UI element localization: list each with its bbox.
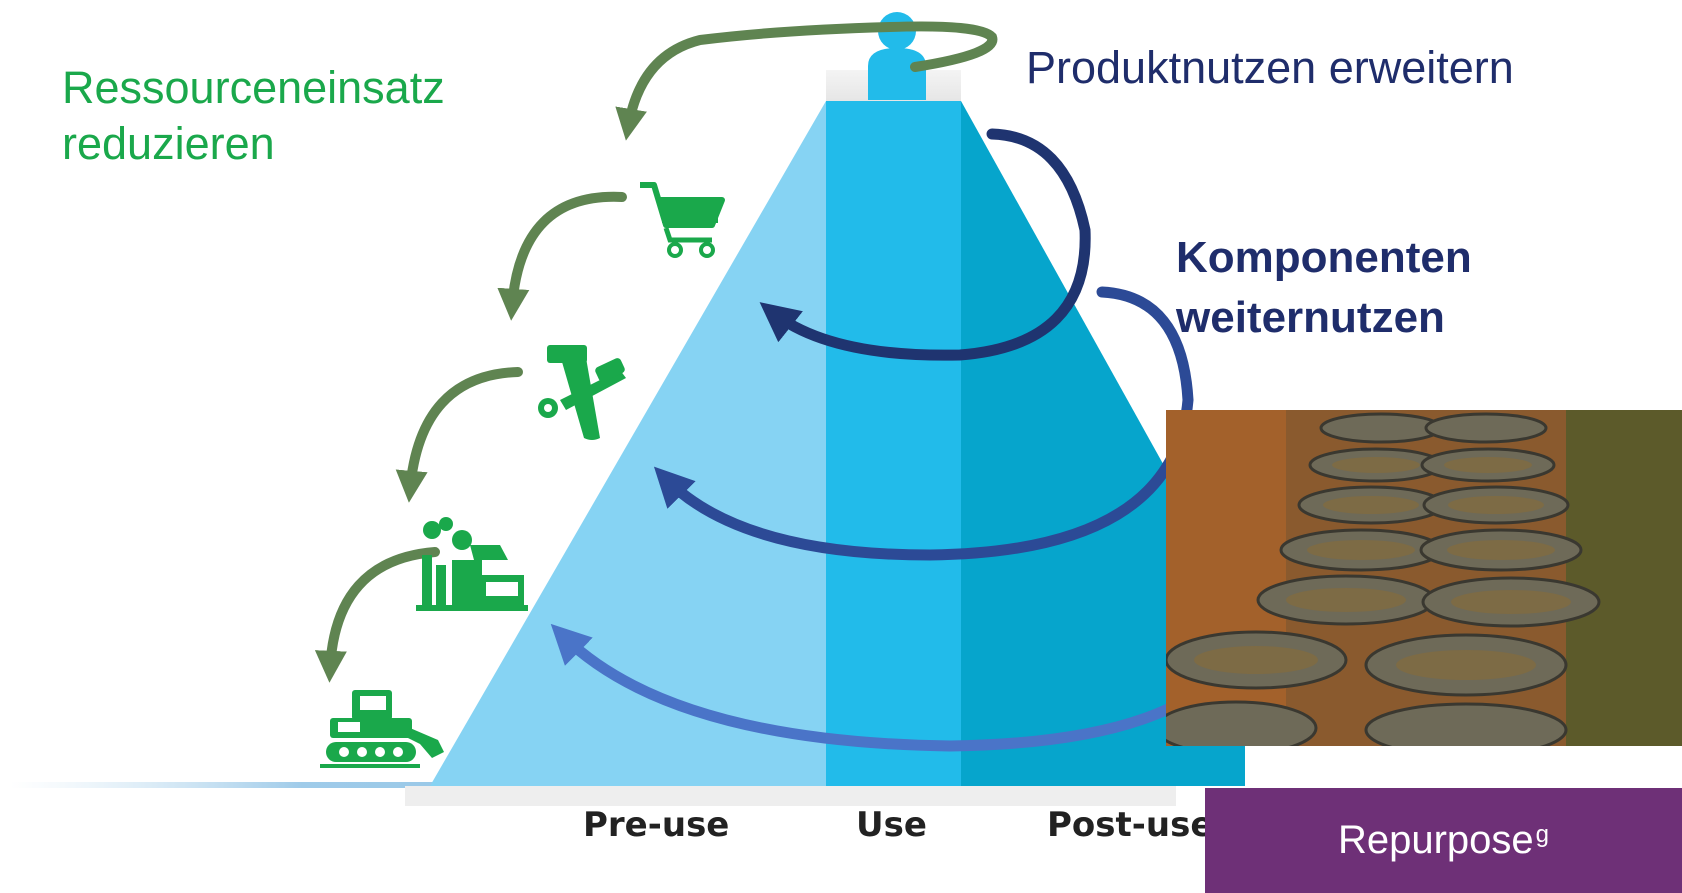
base-platform <box>405 786 1176 806</box>
strategy-reuse-components: Komponenten weiternutzen <box>1176 228 1472 348</box>
arrow-loop-inner <box>759 128 1091 361</box>
tire-stairs-photo <box>1166 410 1682 746</box>
pyramid-pre-use-section <box>430 101 826 786</box>
repurpose-footnote-marker: g <box>1535 820 1550 848</box>
pyramid-use-section <box>826 101 961 786</box>
phase-label-use: Use <box>856 805 927 845</box>
factory-icon <box>416 517 528 611</box>
repurpose-label: Repurpose <box>1337 818 1534 862</box>
arrow-loop-middle <box>653 286 1194 561</box>
excavator-icon <box>320 690 444 768</box>
green-arrows <box>314 21 998 683</box>
strategy-reduce-resources-line1: Ressourceneinsatz <box>62 62 445 113</box>
tire-stairs-illustration <box>1166 410 1682 746</box>
green-arrow-cart-to-tools <box>497 191 627 321</box>
green-top-loop <box>615 21 998 141</box>
phase-label-post-use: Post-use <box>1047 805 1214 845</box>
strategy-reuse-components-line2: weiternutzen <box>1176 293 1445 342</box>
pyramid <box>430 101 1250 786</box>
shopping-cart-icon <box>640 182 725 258</box>
green-arrow-factory-to-excavator <box>314 547 440 683</box>
strategy-extend-product-use: Produktnutzen erweitern <box>1026 42 1514 93</box>
green-arrow-tools-to-factory <box>395 367 523 503</box>
phase-label-pre-use: Pre-use <box>583 805 730 845</box>
strategy-reduce-resources-line2: reduzieren <box>62 118 275 169</box>
strategy-reuse-components-line1: Komponenten <box>1176 233 1472 282</box>
tools-icon <box>538 345 626 440</box>
strategy-reduce-resources: Ressourceneinsatz reduzieren <box>62 60 445 172</box>
